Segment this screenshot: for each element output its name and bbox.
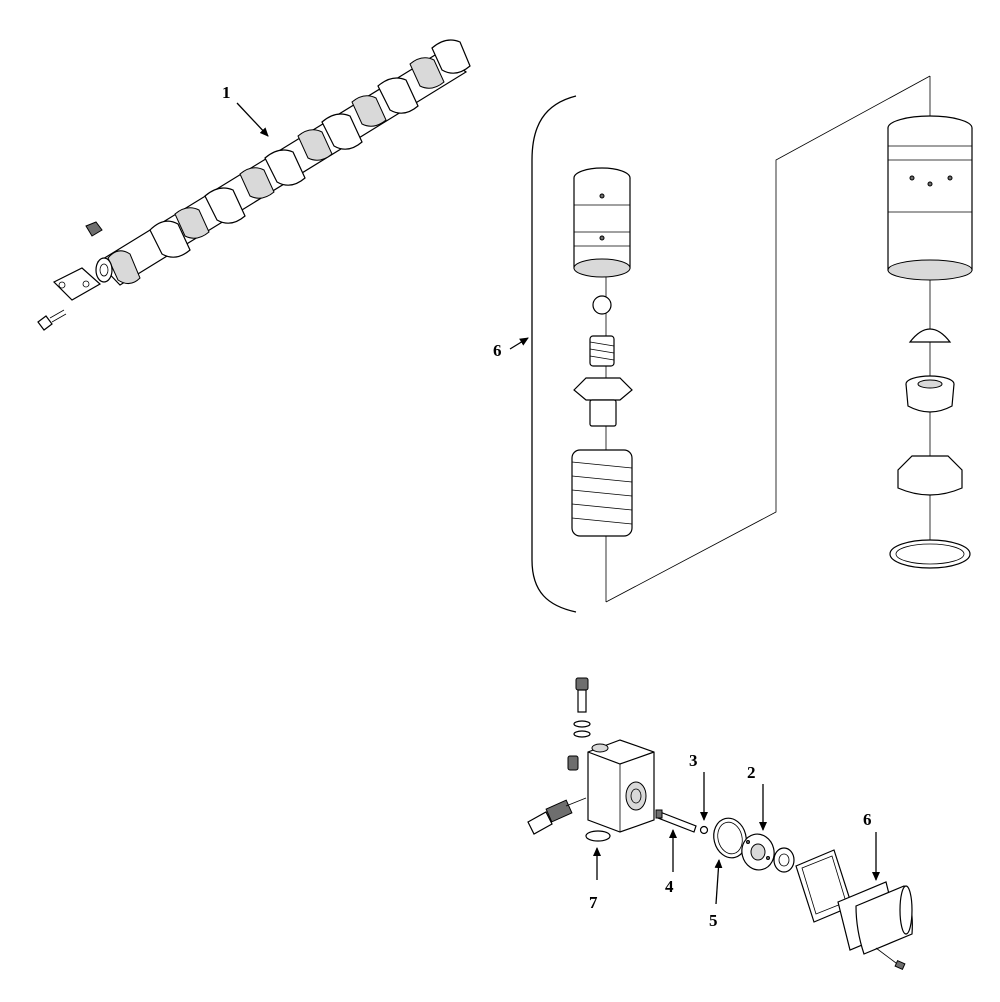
small-ring-3 <box>699 825 709 835</box>
top-screw <box>573 677 591 738</box>
barrel <box>887 115 973 281</box>
side-plug <box>567 755 579 771</box>
plunger-head <box>573 167 631 278</box>
camshaft <box>37 39 471 331</box>
callout-6-upper: 6 <box>493 341 502 360</box>
housing-assembly <box>527 677 913 971</box>
spring-seat <box>897 455 963 496</box>
inlet-fitting <box>527 797 587 835</box>
plunger-assembly <box>509 75 973 613</box>
pin-4 <box>655 809 697 833</box>
valve-dome <box>908 328 952 343</box>
thrust-plate <box>52 267 102 301</box>
snap-ring <box>889 539 971 569</box>
small-spring <box>589 335 615 367</box>
callout-7: 7 <box>589 893 598 912</box>
plate-2 <box>741 833 775 871</box>
callout-5: 5 <box>709 911 718 930</box>
o-ring-7 <box>585 830 611 842</box>
spring-retainer <box>573 377 633 427</box>
actuator-6 <box>837 881 913 971</box>
washer <box>773 847 795 873</box>
woodruff-key <box>85 221 103 237</box>
housing-block <box>587 739 655 833</box>
bolt <box>37 309 67 331</box>
callout-6-lower: 6 <box>863 810 872 829</box>
callout-2: 2 <box>747 763 756 782</box>
large-spring <box>571 449 633 537</box>
callout-1: 1 <box>222 83 231 102</box>
assembly-frame-line <box>605 75 931 603</box>
callout-3: 3 <box>689 751 698 770</box>
callout-4: 4 <box>665 877 674 896</box>
valve-seat <box>905 375 955 413</box>
check-ball <box>592 295 612 315</box>
assembly-bracket <box>531 95 577 613</box>
